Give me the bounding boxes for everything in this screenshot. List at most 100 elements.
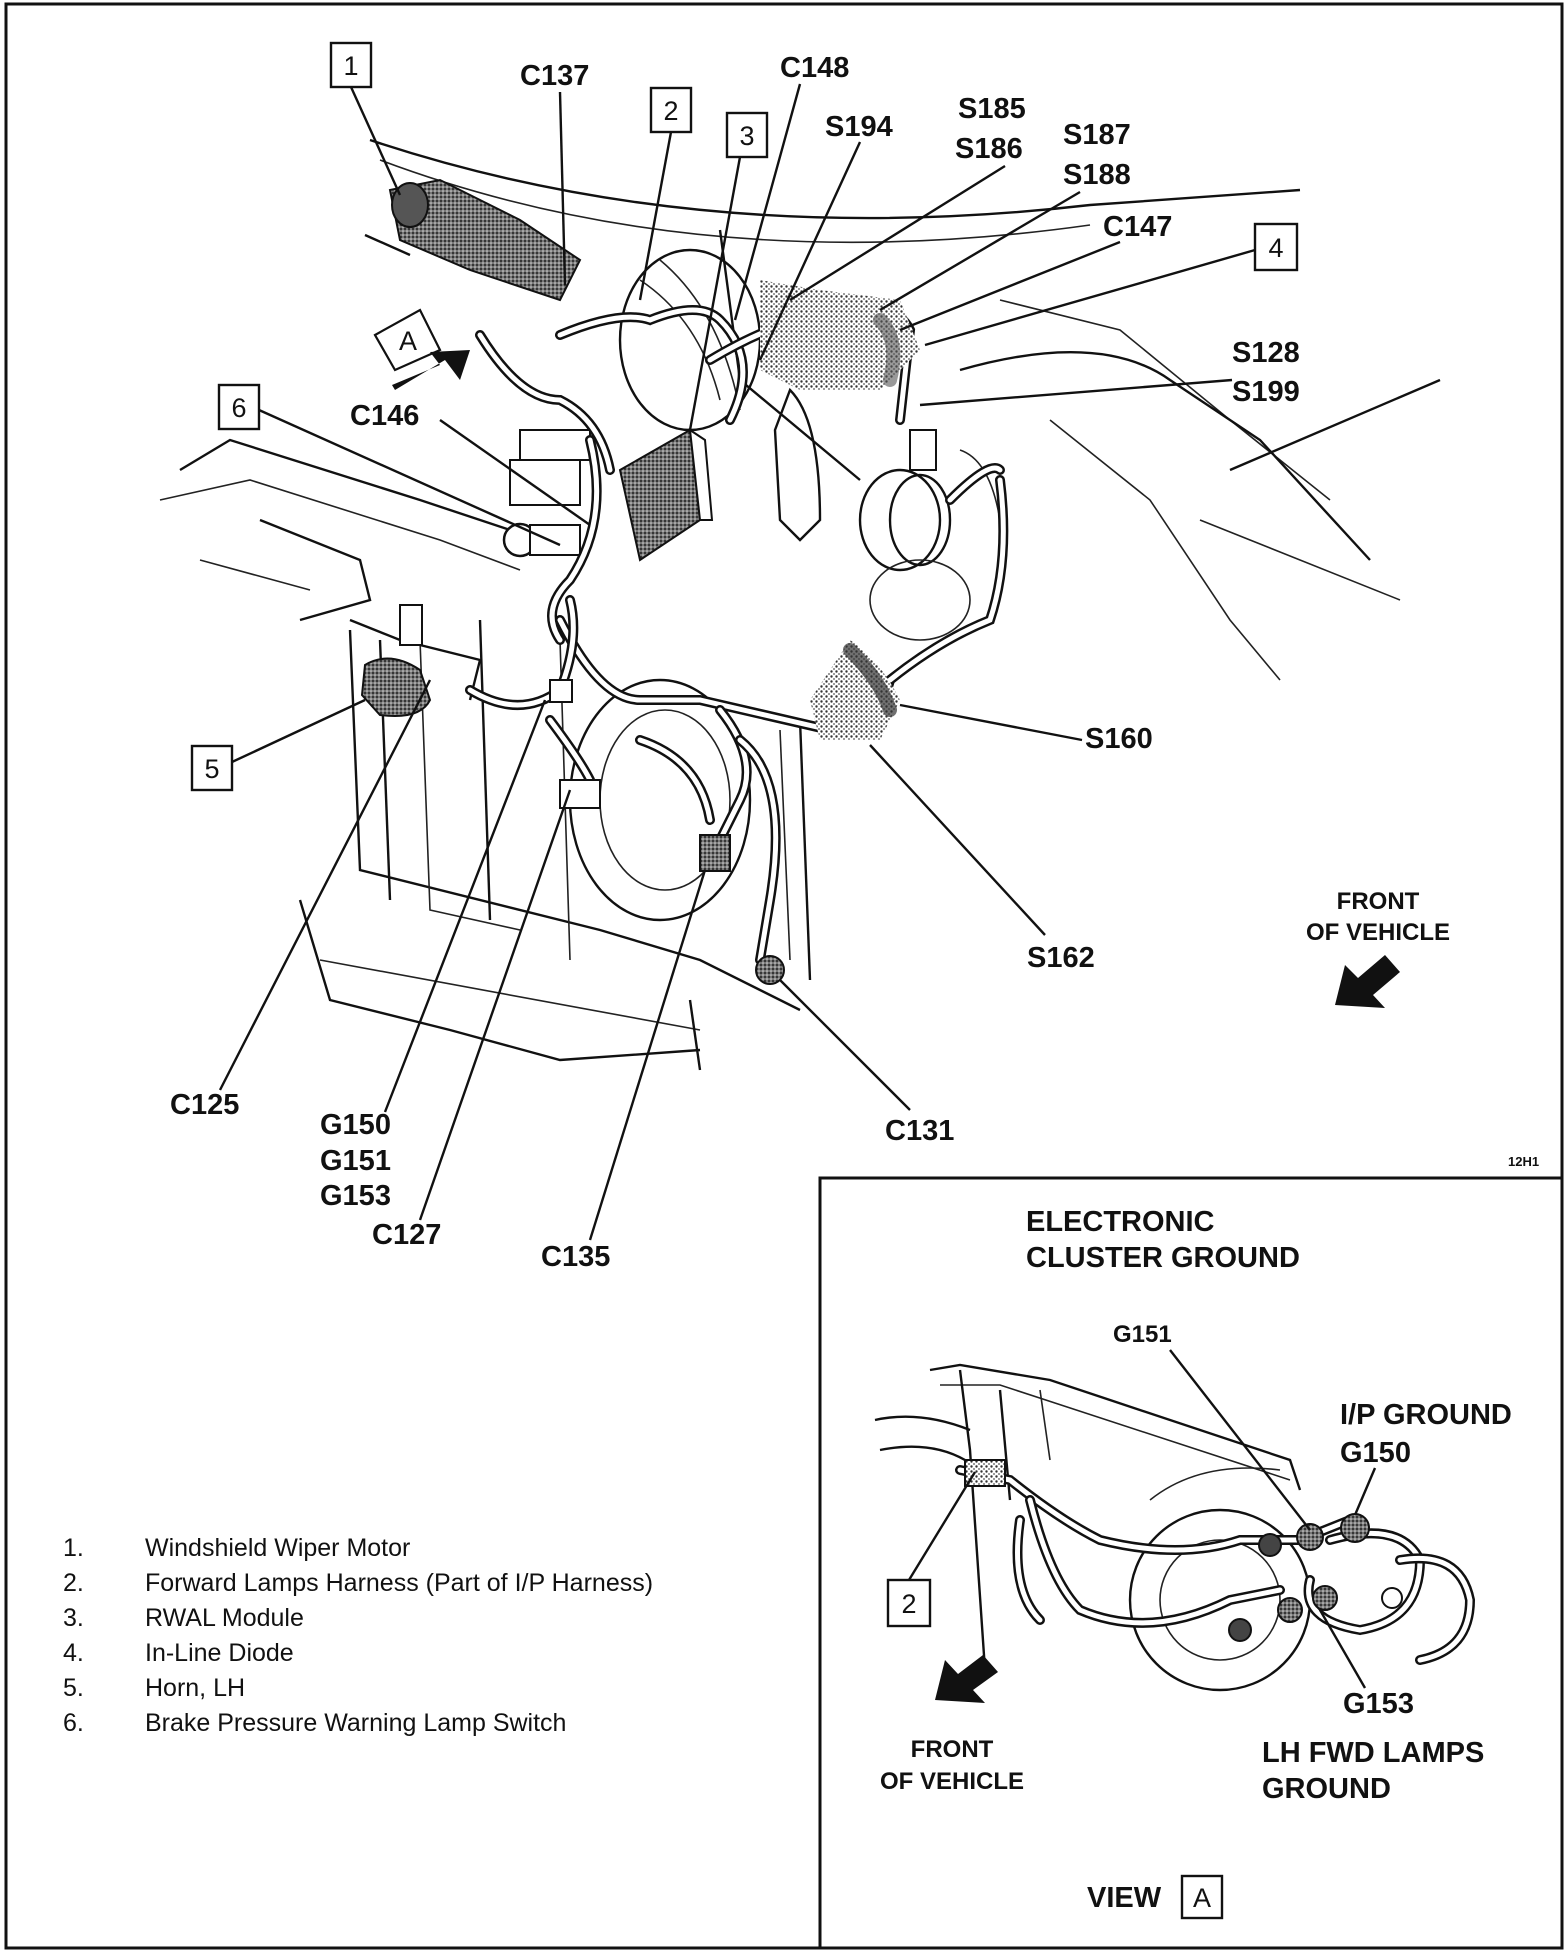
leader-c131: [779, 979, 911, 1111]
legend-num-2: 2.: [63, 1569, 84, 1597]
inset-item-box-2: 2: [886, 1578, 932, 1628]
inset-leader-g153: [1318, 1609, 1367, 1689]
front-label-line2: OF VEHICLE: [1306, 919, 1450, 946]
legend-num-6: 6.: [63, 1709, 84, 1737]
legend: 1. Windshield Wiper Motor 2. Forward Lam…: [63, 1534, 653, 1737]
inset-ip-ground: I/P GROUND: [1340, 1399, 1512, 1431]
leader-item-4: [924, 248, 1256, 347]
inset-view-a: ELECTRONIC CLUSTER GROUND: [818, 1176, 1564, 1950]
leader-c147: [899, 240, 1121, 332]
callout-s186: S186: [955, 133, 1023, 165]
inset-title-line1: ELECTRONIC: [1026, 1206, 1215, 1238]
inset-callout-g151: G151: [1113, 1321, 1172, 1348]
inset-front-line2: OF VEHICLE: [880, 1768, 1024, 1795]
callout-s188: S188: [1063, 159, 1131, 191]
leader-g150: [383, 699, 547, 1113]
legend-text-1: Windshield Wiper Motor: [145, 1534, 410, 1562]
svg-text:2: 2: [663, 96, 678, 126]
leader-s185-s186: [789, 164, 1006, 302]
leader-s187-s188: [879, 190, 1081, 312]
inset-title-line2: CLUSTER GROUND: [1026, 1242, 1300, 1274]
leader-c148: [733, 83, 802, 321]
inset-drawing: [874, 1363, 1476, 1692]
leader-item-6: [258, 408, 561, 547]
inset-lh-line2: GROUND: [1262, 1773, 1391, 1805]
callout-s160: S160: [1085, 723, 1153, 755]
callout-c147: C147: [1103, 211, 1172, 243]
callout-c131: C131: [885, 1115, 954, 1147]
windshield-wiper-motor: [364, 178, 582, 302]
inset-callout-g150: G150: [1340, 1437, 1411, 1469]
callout-g150: G150: [320, 1109, 391, 1141]
svg-text:6: 6: [231, 393, 246, 423]
callout-s162: S162: [1027, 942, 1095, 974]
leader-item-5: [231, 698, 366, 764]
callout-c135: C135: [541, 1241, 610, 1273]
svg-text:1: 1: [343, 51, 358, 81]
inset-view-letter: A: [1193, 1883, 1211, 1913]
view-a-marker: A: [373, 308, 470, 390]
inset-view-label: VIEW: [1087, 1882, 1162, 1914]
inset-view-box: [1180, 1874, 1224, 1920]
leader-item-3: [688, 156, 742, 431]
engine-compartment-drawing: [159, 138, 1441, 1071]
item-box-5: 5: [190, 744, 234, 792]
leader-c146: [439, 419, 591, 526]
front-arrow: [1335, 955, 1400, 1008]
legend-num-1: 1.: [63, 1534, 84, 1562]
leader-item-2: [638, 131, 673, 301]
inset-lh-line1: LH FWD LAMPS: [1262, 1737, 1484, 1769]
callout-c137: C137: [520, 60, 589, 92]
callout-s194: S194: [825, 111, 893, 143]
item-box-1: 1: [329, 41, 373, 89]
front-label-line1: FRONT: [1337, 888, 1420, 915]
callout-c127: C127: [372, 1219, 441, 1251]
callout-s199: S199: [1232, 376, 1300, 408]
svg-text:5: 5: [204, 754, 219, 784]
legend-text-4: In-Line Diode: [145, 1639, 294, 1667]
legend-text-6: Brake Pressure Warning Lamp Switch: [145, 1709, 566, 1737]
leader-s160: [899, 703, 1083, 742]
leader-c125: [218, 679, 432, 1091]
leader-s194: [758, 141, 862, 361]
inset-front-line1: FRONT: [911, 1736, 994, 1763]
wiring-harness: [465, 280, 1009, 985]
leader-item-1: [349, 86, 402, 196]
leader-s162: [869, 744, 1046, 936]
legend-num-3: 3.: [63, 1604, 84, 1632]
item-box-2: 2: [649, 86, 693, 134]
leader-s128-s199: [919, 378, 1233, 407]
leader-c137: [558, 91, 567, 286]
rwal-module: [618, 427, 714, 562]
callout-c125: C125: [170, 1089, 239, 1121]
callout-s185: S185: [958, 93, 1026, 125]
figure-code: 12H1: [1508, 1154, 1539, 1169]
inset-leader-g150: [1353, 1467, 1377, 1516]
callout-s128: S128: [1232, 337, 1300, 369]
horn: [360, 604, 432, 717]
legend-num-5: 5.: [63, 1674, 84, 1702]
svg-text:2: 2: [901, 1589, 916, 1619]
outer-border: [4, 2, 1564, 1950]
inset-leader-item-2: [907, 1471, 977, 1581]
brake-pressure-switch: [502, 429, 591, 558]
svg-text:4: 4: [1268, 233, 1283, 263]
inset-front-arrow: [935, 1655, 998, 1703]
item-box-6: 6: [217, 383, 261, 431]
inset-leader-g151: [1169, 1349, 1311, 1531]
callout-g151: G151: [320, 1145, 391, 1177]
leader-c135: [588, 869, 707, 1241]
legend-text-5: Horn, LH: [145, 1674, 245, 1702]
svg-text:3: 3: [739, 121, 754, 151]
legend-text-2: Forward Lamps Harness (Part of I/P Harne…: [145, 1569, 653, 1597]
callout-s187: S187: [1063, 119, 1131, 151]
svg-text:A: A: [399, 326, 417, 356]
item-box-3: 3: [725, 111, 769, 159]
inset-callout-g153: G153: [1343, 1688, 1414, 1720]
callout-c148: C148: [780, 52, 849, 84]
legend-num-4: 4.: [63, 1639, 84, 1667]
callout-g153: G153: [320, 1180, 391, 1212]
callout-c146: C146: [350, 400, 419, 432]
item-box-4: 4: [1253, 222, 1299, 272]
